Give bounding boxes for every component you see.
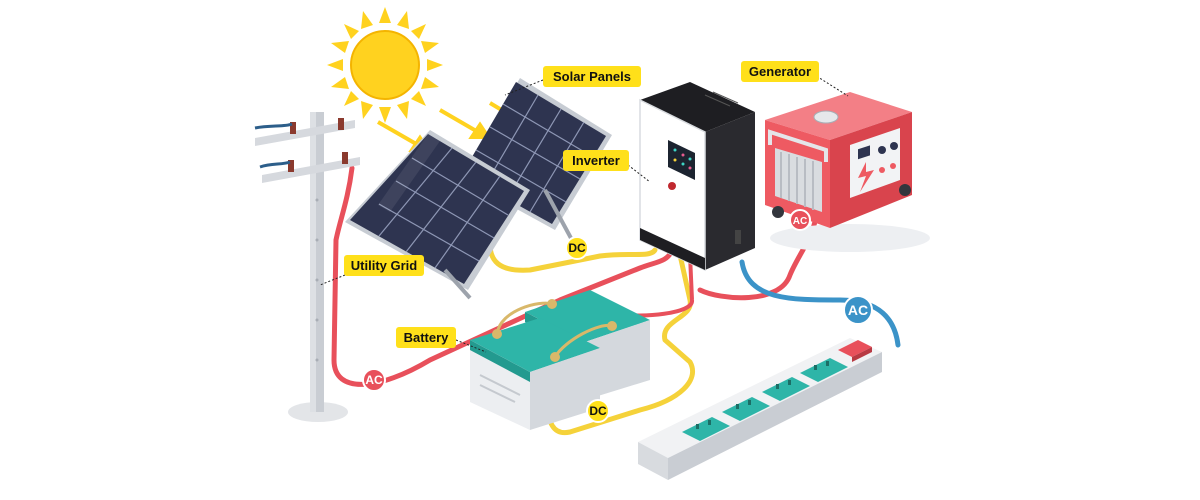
label-solar-panels-text: Solar Panels: [553, 69, 631, 84]
solar-panel-front: [345, 130, 530, 300]
ac-badge-grid-text: AC: [365, 373, 383, 387]
generator: [765, 92, 930, 252]
ac-output-wire: [739, 259, 901, 348]
ac-badge-output-text: AC: [848, 302, 868, 318]
power-strip: [638, 338, 882, 480]
inverter: [639, 82, 755, 469]
dc-panel-wire: [487, 235, 658, 273]
sun-icon: [327, 7, 443, 123]
power-strip-outlets: [682, 358, 848, 441]
dc-badge-panels: DC: [565, 236, 589, 260]
label-battery: Battery: [396, 327, 487, 353]
dc-badge-battery-text: DC: [589, 404, 607, 418]
utility-pole: [254, 112, 360, 422]
label-generator-text: Generator: [749, 64, 811, 79]
ac-badge-generator-text: AC: [793, 216, 807, 227]
label-generator: Generator: [741, 61, 849, 97]
solar-panels: [345, 78, 612, 300]
lightning-icon: [858, 162, 874, 192]
inverter-top-vents: [704, 91, 739, 107]
dc-battery-wire: [545, 252, 695, 436]
ac-badge-output: AC: [843, 295, 873, 325]
label-inverter: Inverter: [563, 150, 651, 183]
fuel-cap-icon: [813, 110, 839, 124]
label-utility-grid-text: Utility Grid: [351, 258, 418, 273]
power-switch-icon: [838, 340, 872, 362]
label-inverter-text: Inverter: [572, 153, 620, 168]
battery-front: [470, 318, 600, 430]
batteries: [470, 290, 650, 430]
outlet-1-icon: [682, 417, 730, 441]
label-battery-text: Battery: [404, 330, 450, 345]
dc-badge-battery: DC: [586, 399, 610, 423]
outlet-2-icon: [722, 397, 770, 421]
label-utility-grid: Utility Grid: [319, 255, 424, 286]
outlet-3-icon: [762, 377, 810, 401]
ac-badge-generator: AC: [789, 209, 811, 231]
inverter-logo: [668, 182, 676, 190]
label-solar-panels: Solar Panels: [504, 66, 641, 96]
outlet-4-icon: [800, 358, 848, 382]
dc-badge-panels-text: DC: [568, 241, 586, 255]
ac-badge-grid: AC: [362, 368, 386, 392]
